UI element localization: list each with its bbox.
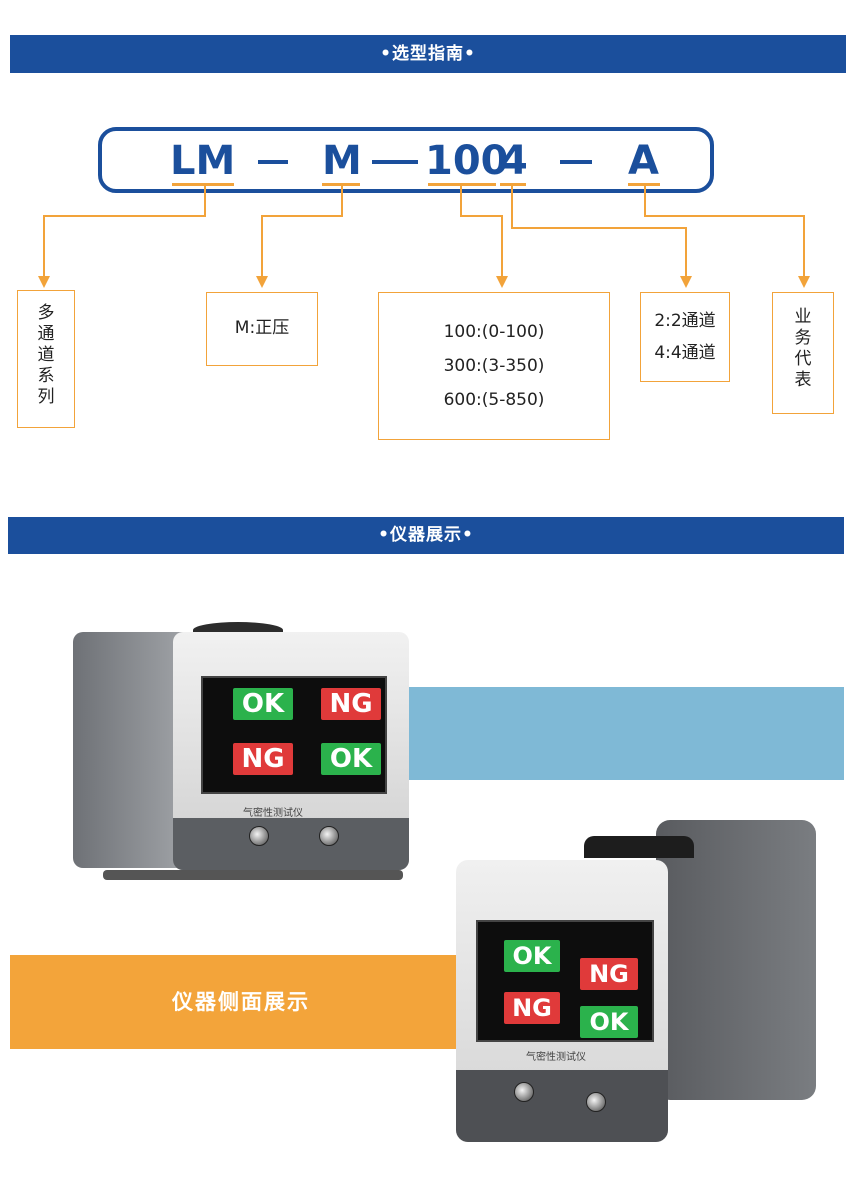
connector-lines — [38, 186, 810, 288]
device-base — [456, 1070, 668, 1142]
side-view-label: 仪器侧面展示 — [172, 990, 310, 1014]
device-side-panel — [656, 820, 816, 1100]
pressure-underline — [322, 183, 360, 186]
screen-status-ok: OK — [504, 940, 560, 972]
device-name-label: 气密性测试仪 — [526, 1052, 586, 1063]
screen-status-ng: NG — [580, 958, 638, 990]
device-side-photo: OK NG NG OK 气密性测试仪 — [456, 820, 816, 1142]
series-option-box: 多 通 道 系 列 — [17, 290, 75, 428]
series-desc-char: 通 — [37, 324, 55, 344]
series-desc-char: 多 — [37, 303, 55, 323]
device-feet — [103, 870, 403, 880]
range-desc-line: 600:(5-850) — [443, 390, 545, 410]
decorative-blue-panel — [407, 687, 844, 780]
code-separator — [560, 160, 592, 164]
agent-connector — [644, 186, 805, 278]
code-channels: 4 — [500, 138, 528, 184]
code-pressure: M — [322, 138, 362, 184]
channels-underline — [500, 183, 526, 186]
device-knob — [319, 826, 339, 846]
channels-connector — [511, 186, 687, 278]
agent-option-box: 业 务 代 表 — [772, 292, 834, 414]
arrow-head — [798, 276, 810, 288]
screen-status-ok: OK — [321, 743, 381, 775]
series-connector — [43, 186, 206, 278]
channel-desc-line: 2:2通道 — [654, 311, 716, 331]
pressure-connector — [261, 186, 343, 278]
agent-underline — [628, 183, 660, 186]
arrow-head — [496, 276, 508, 288]
device-name-label: 气密性测试仪 — [243, 808, 303, 819]
device-front-photo: OK NG NG OK 气密性测试仪 — [73, 622, 409, 884]
agent-desc-char: 表 — [794, 370, 812, 390]
screen-status-ng: NG — [504, 992, 560, 1024]
range-desc-line: 300:(3-350) — [443, 356, 545, 376]
device-knob — [249, 826, 269, 846]
series-desc-char: 系 — [37, 366, 55, 386]
range-underline — [428, 183, 496, 186]
agent-desc-char: 代 — [794, 349, 812, 369]
code-agent: A — [628, 138, 659, 184]
section-title-selection-guide: •选型指南• — [10, 35, 846, 73]
device-knob — [514, 1082, 534, 1102]
device-base — [173, 818, 409, 870]
arrow-head — [256, 276, 268, 288]
arrow-head — [38, 276, 50, 288]
device-handle — [584, 836, 694, 858]
screen-status-ng: NG — [321, 688, 381, 720]
device-knob — [586, 1092, 606, 1112]
series-underline — [172, 183, 234, 186]
code-separator — [372, 160, 418, 164]
screen-status-ng: NG — [233, 743, 293, 775]
section-title-instrument-display: •仪器展示• — [8, 517, 844, 554]
screen-status-ok: OK — [580, 1006, 638, 1038]
range-desc-line: 100:(0-100) — [443, 322, 545, 342]
channel-desc-line: 4:4通道 — [654, 343, 716, 363]
pressure-desc: M:正压 — [234, 318, 290, 338]
arrow-head — [680, 276, 692, 288]
code-series: LM — [170, 138, 236, 184]
range-connector — [460, 186, 503, 278]
series-desc-char: 列 — [37, 387, 55, 407]
screen-status-ok: OK — [233, 688, 293, 720]
pressure-option-box: M:正压 — [206, 292, 318, 366]
agent-desc-char: 业 — [794, 307, 812, 327]
range-option-box: 100:(0-100) 300:(3-350) 600:(5-850) — [378, 292, 610, 440]
decorative-orange-panel — [10, 955, 480, 1049]
code-separator — [258, 160, 288, 164]
agent-desc-char: 务 — [794, 328, 812, 348]
code-range: 100 — [425, 138, 509, 184]
series-desc-char: 道 — [37, 345, 55, 365]
channel-option-box: 2:2通道 4:4通道 — [640, 292, 730, 382]
